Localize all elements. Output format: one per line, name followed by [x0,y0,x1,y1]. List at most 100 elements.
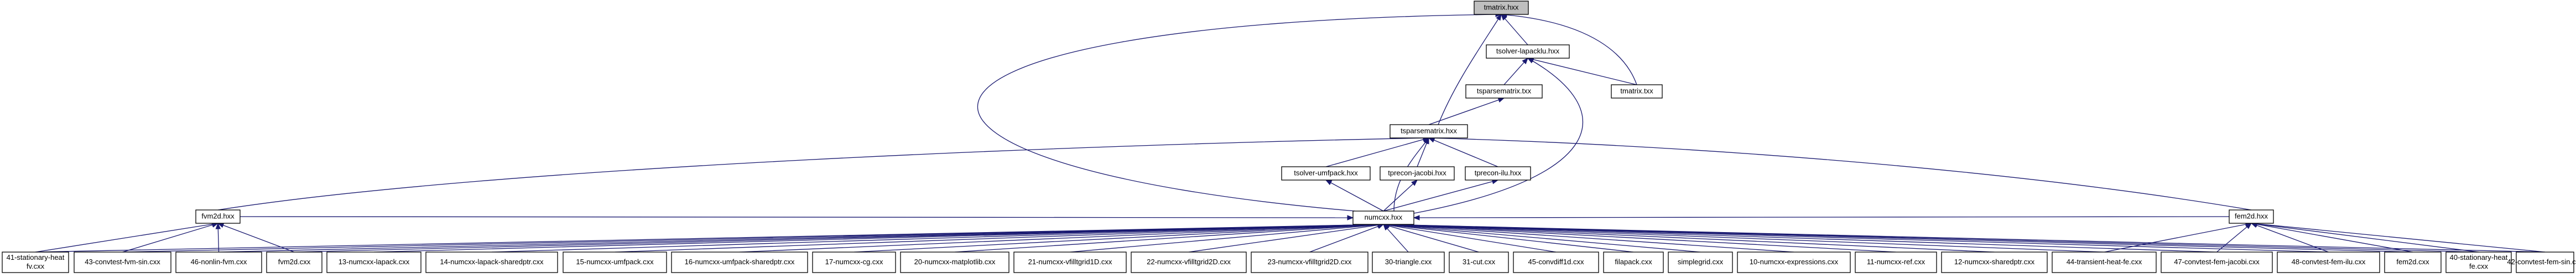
edge-b0-to-fvm2d [35,221,219,253]
node-root[interactable]: tmatrix.hxx [1474,1,1529,15]
node-ttmatrix[interactable]: tmatrix.txx [1611,84,1663,99]
node-label: 47-convtest-fem-jacobi.cxx [2174,258,2260,266]
node-label: 31-cut.cxx [1463,258,1496,266]
node-label: 40-stationary-heat [2450,253,2508,261]
node-label: tmatrix.hxx [1484,3,1519,11]
node-label: fem2d.cxx [2396,258,2429,266]
node-box [1855,252,1937,273]
node-box [175,252,262,273]
node-box [812,252,896,273]
node-label: 16-numcxx-umfpack-sharedptr.cxx [685,258,795,266]
node-b23[interactable]: 48-convtest-fem-ilu.cxx [2277,252,2380,273]
node-label: 45-convdiff1d.cxx [1528,258,1584,266]
node-b4[interactable]: 13-numcxx-lapack.cxx [326,252,421,273]
node-label: fvm2d.hxx [201,212,235,220]
node-label: fvm2d.cxx [278,258,311,266]
node-label: 21-numcxx-vfilltgrid1D.cxx [1028,258,1112,266]
node-box [1941,252,2048,273]
node-fvm2d[interactable]: fvm2d.hxx [195,209,241,224]
node-fem2d[interactable]: fem2d.hxx [2229,209,2274,224]
node-b19[interactable]: 11-numcxx-ref.cxx [1855,252,1937,273]
node-label: numcxx.hxx [1365,213,1403,221]
node-label: tsolver-lapacklu.hxx [1496,47,1560,55]
node-label: fe.cxx [2469,262,2488,270]
node-box [2052,252,2157,273]
node-label: 30-triangle.cxx [1385,258,1432,266]
node-label: tsolver-umfpack.hxx [1294,168,1358,177]
node-tsparsematrix-txx[interactable]: tsparsematrix.txx [1465,84,1543,99]
edge-b26-to-numcxx [1382,222,2546,253]
edge-ilu-to-tsparsematrix_hxx [1428,137,1498,167]
node-label: 15-numcxx-umfpack.cxx [576,258,654,266]
node-box [2229,209,2274,224]
node-box [1372,252,1445,273]
node-b20[interactable]: 12-numcxx-sharedptr.cxx [1941,252,2048,273]
edge-b13-to-numcxx [1383,223,1409,253]
node-b6[interactable]: 15-numcxx-umfpack.cxx [563,252,667,273]
node-b18[interactable]: 10-numcxx-expressions.cxx [1737,252,1851,273]
node-b7[interactable]: 16-numcxx-umfpack-sharedptr.cxx [671,252,808,273]
edge-numcxx-to-ilu [1383,179,1499,212]
edge-fvm2d-to-numcxx [240,215,1354,220]
node-b17[interactable]: simplegrid.cxx [1668,252,1733,273]
node-b10[interactable]: 21-numcxx-vfilltgrid1D.cxx [1013,252,1127,273]
node-b24[interactable]: fem2d.cxx [2384,252,2442,273]
node-b26[interactable]: 42-convtest-fem-sin.cxx [2507,252,2576,273]
node-box [1449,252,1509,273]
node-numcxx[interactable]: numcxx.hxx [1352,211,1414,225]
node-box [1131,252,1247,273]
node-label: 48-convtest-fem-ilu.cxx [2292,258,2366,266]
node-box [2516,252,2574,273]
node-box [1281,166,1371,181]
edge-fem2d-to-tsparsematrix_hxx [1428,135,2252,211]
node-b21[interactable]: 44-transient-heat-fe.cxx [2052,252,2157,273]
node-box [900,252,1009,273]
node-tsparsematrix-hxx[interactable]: tsparsematrix.hxx [1390,124,1468,138]
node-jacobi[interactable]: tprecon-jacobi.hxx [1380,166,1455,181]
node-box [2445,252,2512,273]
node-b11[interactable]: 22-numcxx-vfilltgrid2D.cxx [1131,252,1247,273]
node-b9[interactable]: 20-numcxx-matplotlib.cxx [900,252,1009,273]
node-b12[interactable]: 23-numcxx-vfilltgrid2D.cxx [1251,252,1368,273]
node-b2[interactable]: 46-nonlin-fvm.cxx [175,252,262,273]
node-solver-lapack[interactable]: tsolver-lapacklu.hxx [1486,44,1570,59]
node-b13[interactable]: 30-triangle.cxx [1372,252,1445,273]
edge-fvm2d-to-tsparsematrix_hxx [217,135,1430,211]
node-box [1013,252,1127,273]
edge-ttmatrix-to-solver_lapack [1527,57,1637,85]
node-box [266,252,322,273]
node-box [1465,166,1531,181]
node-label: 11-numcxx-ref.cxx [1867,258,1926,266]
node-box [425,252,558,273]
node-label: 44-transient-heat-fe.cxx [2067,258,2142,266]
node-b3[interactable]: fvm2d.cxx [266,252,322,273]
node-b1[interactable]: 43-convtest-fvm-sin.cxx [74,252,171,273]
edge-numcxx-to-umfpack [1325,179,1384,212]
node-umfpack[interactable]: tsolver-umfpack.hxx [1281,166,1371,181]
node-ilu[interactable]: tprecon-ilu.hxx [1465,166,1531,181]
node-b14[interactable]: 31-cut.cxx [1449,252,1509,273]
node-box [2,252,69,273]
node-label: 17-numcxx-cg.cxx [825,258,883,266]
node-box [1513,252,1599,273]
node-label: 20-numcxx-matplotlib.cxx [914,258,996,266]
edge-fem2d-to-numcxx [1413,215,2230,220]
edge-b22-to-fem2d [2216,223,2252,253]
node-label: 10-numcxx-expressions.cxx [1750,258,1839,266]
node-box [326,252,421,273]
node-b5[interactable]: 14-numcxx-lapack-sharedptr.cxx [425,252,558,273]
node-box [2161,252,2273,273]
node-box [1251,252,1368,273]
node-b8[interactable]: 17-numcxx-cg.cxx [812,252,896,273]
node-b16[interactable]: filapack.cxx [1603,252,1664,273]
node-b22[interactable]: 47-convtest-fem-jacobi.cxx [2161,252,2273,273]
node-box [1611,84,1663,99]
node-box [1390,124,1468,138]
node-box [1465,84,1543,99]
node-box [671,252,808,273]
node-b15[interactable]: 45-convdiff1d.cxx [1513,252,1599,273]
node-box [1737,252,1851,273]
edge-solver_lapack-to-root [1501,13,1528,45]
